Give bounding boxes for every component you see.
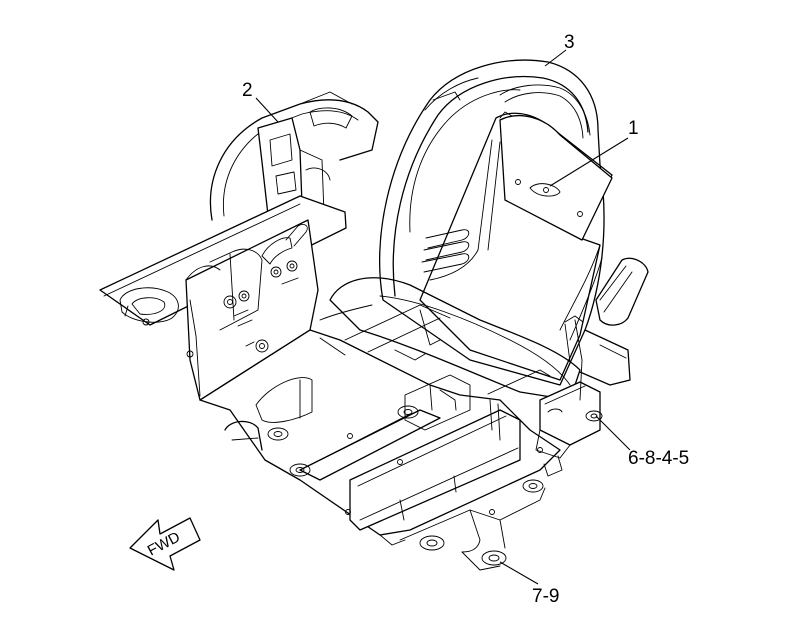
console-bolt xyxy=(255,339,269,353)
leader-line-1 xyxy=(549,137,629,187)
right-armrest xyxy=(579,257,649,386)
mount-bolt xyxy=(481,550,507,566)
callout-labels: 1 2 3 6-8-4-5 7-9 xyxy=(242,32,689,607)
callout-7-9: 7-9 xyxy=(532,586,559,607)
seat-frame xyxy=(199,304,601,571)
console-bolt xyxy=(238,290,250,302)
mount-bolt xyxy=(419,535,445,551)
mount-bolt xyxy=(522,479,544,493)
leader-line-5 xyxy=(499,561,539,585)
leader-line-4 xyxy=(595,415,631,451)
callout-2: 2 xyxy=(242,80,253,101)
leader-line-2 xyxy=(255,97,279,123)
callout-6-8-4-5: 6-8-4-5 xyxy=(628,448,689,469)
mount-bolt xyxy=(289,463,311,477)
callout-1: 1 xyxy=(628,118,639,139)
left-console xyxy=(99,195,347,401)
mounting-bolts xyxy=(267,405,603,566)
callout-3: 3 xyxy=(564,32,575,53)
leader-line-3 xyxy=(544,49,567,67)
mount-bolt xyxy=(267,427,289,441)
leader-lines xyxy=(255,49,631,585)
console-bolt xyxy=(223,295,237,309)
mount-bolt xyxy=(397,405,419,419)
seat-back xyxy=(378,59,613,386)
console-bolt xyxy=(270,266,282,278)
console-bolt xyxy=(286,260,298,272)
mount-bolt xyxy=(585,410,603,422)
fwd-direction-arrow: FWD xyxy=(129,517,201,571)
seat-cushion xyxy=(319,277,581,401)
